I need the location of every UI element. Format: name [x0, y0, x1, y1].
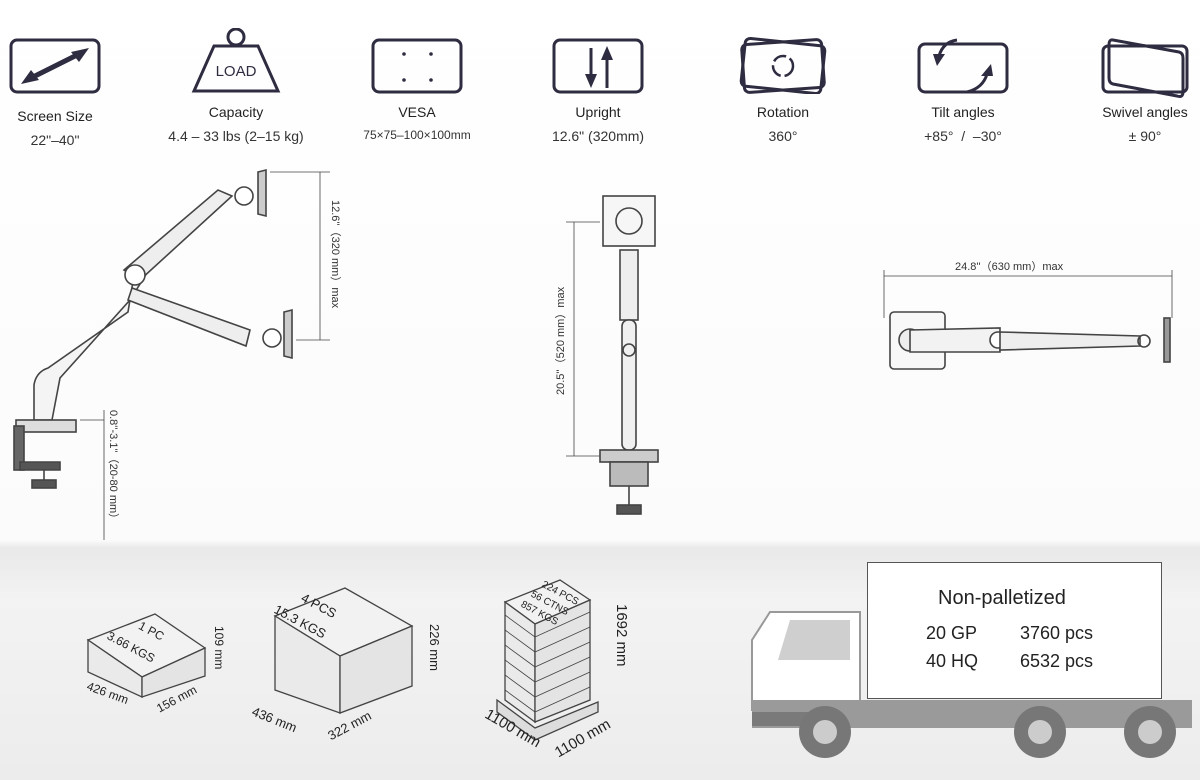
spec-swivel: Swivel angles ± 90°	[1055, 36, 1200, 144]
front-view-arm	[566, 195, 659, 515]
spec-value: 4.4 – 33 lbs (2–15 kg)	[168, 128, 304, 144]
carton-box	[273, 587, 414, 714]
container-type: 40 HQ	[926, 651, 979, 671]
shipping-title: Non-palletized	[938, 587, 1066, 609]
spec-rotation: Rotation 360°	[693, 36, 873, 144]
spec-capacity: LOAD Capacity 4.4 – 33 lbs (2–15 kg)	[146, 28, 326, 144]
spec-value: +85° / –30°	[924, 128, 1002, 144]
side-view-arm	[13, 168, 330, 540]
container-qty: 6532 pcs	[1020, 651, 1094, 671]
tilt-icon	[917, 38, 1009, 94]
spec-label: Upright	[575, 104, 621, 120]
load-text: LOAD	[216, 63, 257, 80]
package-drawings	[86, 579, 599, 741]
swivel-icon	[1101, 38, 1189, 98]
shipping-row: 20 GP 3760 pcs	[926, 623, 1114, 644]
spec-label: Rotation	[756, 104, 810, 120]
shipping-row: 40 HQ 6532 pcs	[926, 651, 1114, 672]
spec-value: 360°	[768, 128, 798, 144]
spec-label: Swivel angles	[1102, 104, 1188, 120]
spec-label: Capacity	[208, 104, 264, 120]
top-reach-dimension: 24.8''（630 mm）max	[955, 261, 1064, 273]
shipping-capacity-panel: Non-palletized 20 GP 3760 pcs 40 HQ 6532 p…	[867, 562, 1162, 699]
container-type: 20 GP	[926, 623, 978, 643]
spec-value: 22"–40"	[30, 132, 80, 148]
load-weight-icon: LOAD	[191, 28, 281, 93]
spec-value: 75×75–100×100mm	[363, 128, 471, 142]
spec-label: Screen Size	[17, 108, 93, 124]
spec-upright: Upright 12.6" (320mm)	[508, 36, 688, 144]
diagonal-arrow-icon	[9, 38, 101, 94]
top-view-arm	[883, 270, 1173, 370]
spec-screen-size: Screen Size 22"–40"	[0, 36, 145, 148]
spec-label: VESA	[398, 104, 436, 120]
rotation-icon	[739, 36, 827, 94]
spec-value: ± 90°	[1128, 128, 1162, 144]
monitor-arm-drawings	[13, 168, 1173, 540]
pallet	[496, 579, 599, 741]
container-qty: 3760 pcs	[1020, 623, 1094, 643]
spec-vesa: VESA 75×75–100×100mm	[327, 36, 507, 142]
spec-value: 12.6" (320mm)	[551, 128, 645, 144]
spec-label: Tilt angles	[931, 104, 995, 120]
up-down-arrows-icon	[552, 38, 644, 94]
vesa-pattern-icon	[371, 38, 463, 94]
single-box	[86, 613, 207, 699]
spec-tilt: Tilt angles +85° / –30°	[873, 36, 1053, 144]
